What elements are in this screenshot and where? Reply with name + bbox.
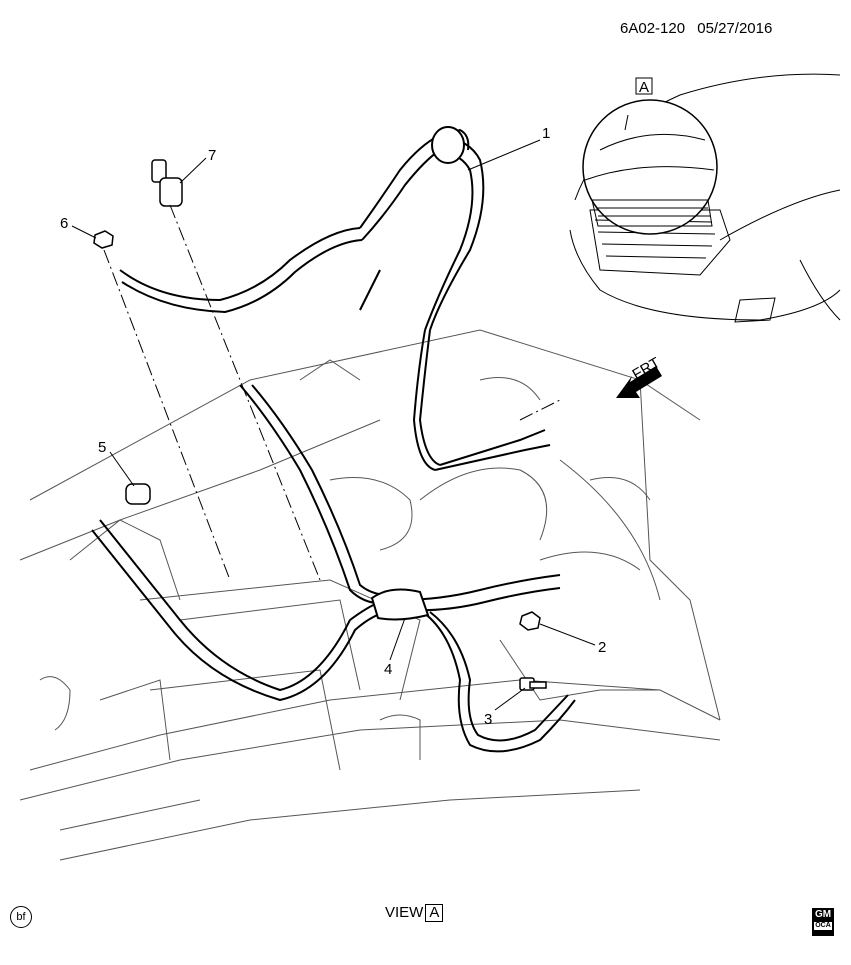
gm-logo-icon: GM OCA bbox=[812, 908, 834, 936]
vehicle-body-outline bbox=[19, 329, 721, 861]
part-7-insulator-cap bbox=[151, 159, 183, 207]
part-6-nut bbox=[93, 230, 114, 249]
view-label: VIEW bbox=[385, 904, 424, 921]
installation-guide-lines bbox=[103, 204, 561, 581]
part-3-bolt bbox=[519, 677, 547, 691]
gm-logo-text: GM bbox=[814, 909, 832, 920]
battery-cable-harness bbox=[91, 128, 576, 753]
callout-6: 6 bbox=[60, 215, 68, 232]
gm-logo-sub: OCA bbox=[814, 922, 832, 930]
callout-7: 7 bbox=[208, 147, 216, 164]
bf-circle-mark: bf bbox=[10, 906, 32, 928]
callout-4: 4 bbox=[384, 661, 392, 678]
diagram-code: 6A02-120 bbox=[620, 20, 686, 37]
cable-conduit-sleeve bbox=[370, 126, 465, 621]
callout-leaders bbox=[71, 139, 596, 711]
part-2-nut bbox=[519, 611, 541, 631]
callout-2: 2 bbox=[598, 639, 606, 656]
front-arrow-icon bbox=[616, 366, 662, 398]
inset-view-letter: A bbox=[639, 79, 649, 96]
inset-view-box bbox=[635, 77, 653, 95]
callout-5: 5 bbox=[98, 439, 106, 456]
callout-1: 1 bbox=[542, 125, 550, 142]
callout-3: 3 bbox=[484, 711, 492, 728]
inset-vehicle-front-view bbox=[569, 73, 841, 323]
view-letter-box: A bbox=[425, 904, 444, 922]
part-5-terminal-cover bbox=[125, 483, 151, 505]
diagram-date: 05/27/2016 bbox=[697, 20, 773, 37]
diagram-header: 6A02-120 05/27/2016 bbox=[620, 20, 772, 37]
